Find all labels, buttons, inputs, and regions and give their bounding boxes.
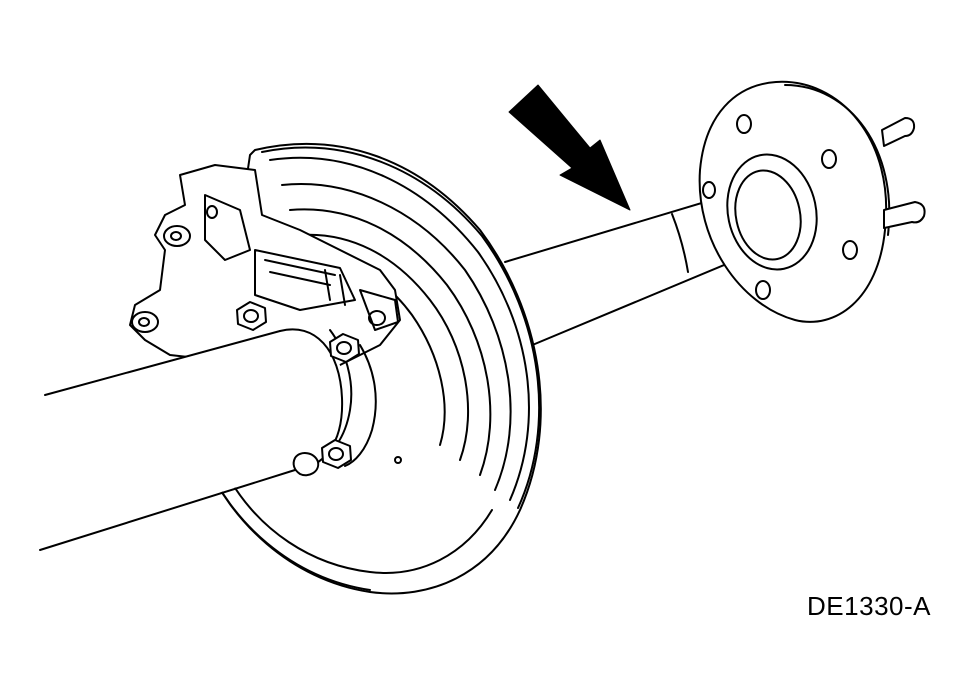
flange-hole [755, 280, 771, 300]
backing-plate-bolt [236, 301, 267, 331]
figure-label: DE1330-A [807, 591, 931, 621]
flange-hole [821, 149, 837, 169]
flange-hole [736, 114, 752, 134]
flange-hole [702, 181, 716, 199]
flange-hole [842, 240, 858, 260]
wheel-stud [883, 201, 926, 229]
axle-flange [698, 80, 926, 323]
adjuster-slot-plug [292, 452, 320, 477]
pointer-arrow [508, 84, 631, 211]
wheel-stud [881, 117, 916, 147]
backing-plate-bolt [321, 439, 352, 469]
backing-plate-bolt [329, 333, 360, 363]
